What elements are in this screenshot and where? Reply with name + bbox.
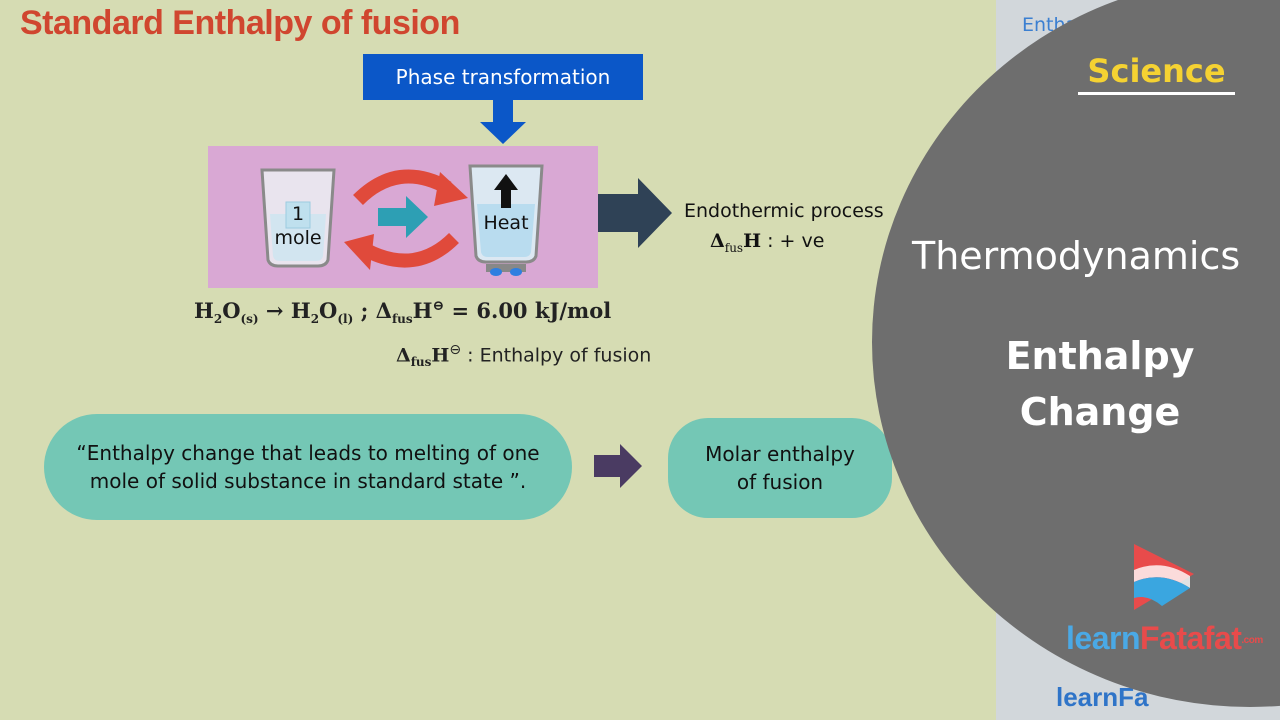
endothermic-label: Endothermic process: [684, 200, 884, 222]
brand-fatafat: Fatafat: [1139, 620, 1242, 656]
subject-label: Science: [1078, 52, 1235, 95]
eq-separator: ;: [353, 298, 376, 323]
eq-value: = 6.00 kJ/mol: [444, 298, 612, 323]
brand-learn: learn: [1066, 620, 1140, 656]
beaker-right-label: Heat: [483, 212, 529, 234]
brand-wordmark: learnFatafat.com: [1066, 620, 1263, 657]
eq-state-liquid: (l): [337, 312, 354, 327]
definition-line: mole of solid substance in standard stat…: [89, 469, 527, 493]
eq-h: H: [290, 298, 311, 323]
eq-o: O: [319, 298, 338, 323]
chapter-line: Enthalpy: [1005, 334, 1195, 378]
beaker-left-line2: mole: [274, 227, 322, 249]
eq-arrow: →: [258, 298, 291, 323]
topic-label: Thermodynamics: [912, 234, 1241, 278]
standard-state-symbol: ⊖: [432, 298, 445, 314]
molar-enthalpy-pill: Molar enthalpy of fusion: [668, 418, 892, 518]
phase-transformation-box: Phase transformation: [363, 54, 643, 100]
eq-o: O: [222, 298, 241, 323]
eq-sub: 2: [213, 312, 223, 327]
molar-line: of fusion: [736, 470, 824, 494]
right-arrow-icon: [598, 178, 672, 248]
fus-subscript: fus: [724, 240, 744, 255]
fus-subscript: fus: [410, 355, 432, 370]
cycle-arrows-icon: [344, 169, 468, 270]
definition-line: “Enthalpy change that leads to melting o…: [76, 441, 540, 465]
definition-pill: “Enthalpy change that leads to melting o…: [44, 414, 572, 520]
beaker-icon: [260, 168, 336, 268]
delta-symbol: Δ: [396, 344, 411, 367]
down-arrow-icon: [480, 100, 526, 144]
fus-subscript: fus: [391, 312, 413, 327]
side-panel-logo-text: learnFa: [1056, 682, 1149, 712]
h-symbol: H: [431, 344, 450, 367]
eq-state-solid: (s): [240, 312, 259, 327]
chapter-line: Change: [1019, 390, 1181, 434]
h-symbol: H: [412, 298, 433, 323]
enthalpy-of-fusion-definition: ΔfusH⊖ : Enthalpy of fusion: [396, 342, 651, 369]
phase-diagram-panel: 1 mole Heat: [208, 146, 598, 288]
fusion-label: : Enthalpy of fusion: [467, 344, 652, 367]
right-arrow-icon: [594, 444, 642, 488]
right-arrow-icon: [378, 196, 428, 238]
beaker-left-label: 1 mole: [256, 202, 340, 250]
beaker-left-line1: 1: [291, 203, 305, 225]
side-panel-title: Enthalpy cl: [1022, 14, 1128, 36]
eq-h: H: [194, 298, 214, 323]
delta-symbol: Δ: [710, 230, 725, 252]
brand-logo-icon: [1134, 544, 1194, 610]
fusion-equation: H2O(s) → H2O(l) ; ΔfusH⊖ = 6.00 kJ/mol: [194, 298, 611, 326]
delta-symbol: Δ: [375, 298, 392, 323]
eq-sub: 2: [310, 312, 320, 327]
molar-line: Molar enthalpy: [705, 442, 855, 466]
standard-state-symbol: ⊖: [449, 342, 462, 358]
brand-suffix: .com: [1241, 635, 1263, 647]
delta-fus-h-sign: ΔfusH : + ve: [710, 230, 824, 255]
positive-sign-label: : + ve: [767, 230, 825, 252]
chapter-title: Enthalpy Change: [1000, 328, 1200, 440]
h-symbol: H: [743, 230, 762, 252]
heated-beaker-icon: [468, 164, 544, 276]
slide-title: Standard Enthalpy of fusion: [20, 4, 460, 42]
